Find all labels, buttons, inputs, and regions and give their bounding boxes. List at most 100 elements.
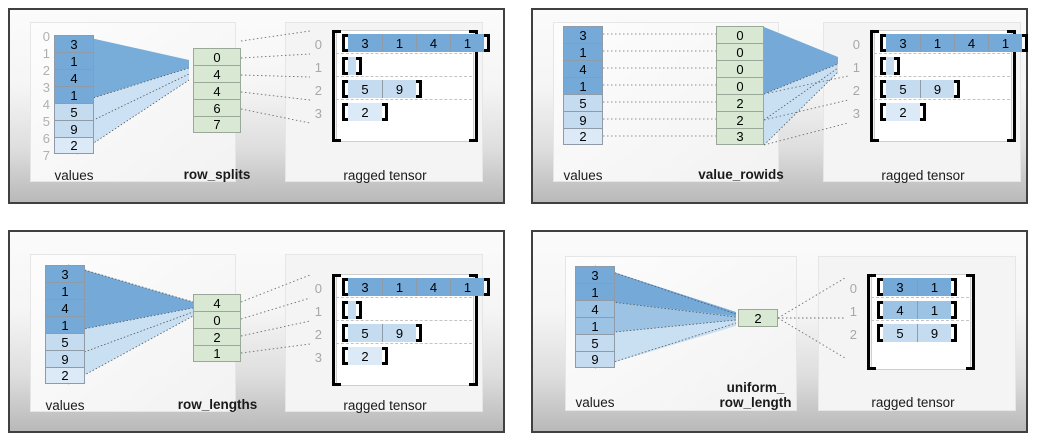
row-bracket-right [951, 324, 957, 342]
row-index-label: 1 [852, 60, 860, 75]
tensor-row [342, 301, 362, 319]
value-index-label: 1 [42, 46, 50, 61]
row-separator [336, 76, 472, 77]
value-cell: 1 [575, 317, 615, 334]
value-cell: 9 [45, 350, 85, 367]
ragged-tensor-label: ragged tensor [343, 398, 427, 413]
row-separator [874, 99, 1010, 100]
ragged-tensor-label: ragged tensor [871, 395, 955, 410]
row-index-label: 2 [314, 327, 322, 342]
row-index-label: 0 [849, 281, 857, 296]
encoding-label: row_lengths [177, 397, 258, 412]
row-bracket-left [342, 347, 348, 365]
outer-bracket-right [469, 274, 478, 386]
value-cell: 5 [45, 333, 85, 350]
tensor-cell: 4 [416, 34, 450, 52]
row-separator [871, 320, 969, 321]
value-cell: 9 [575, 351, 615, 368]
row-index-label: 2 [849, 327, 857, 342]
encoding-cell: 4 [193, 294, 241, 311]
value-cell: 4 [575, 300, 615, 317]
value-index-label: 0 [42, 29, 50, 44]
outer-bracket-left [332, 30, 341, 142]
row-index-label: 3 [852, 106, 860, 121]
encoding-value: 2 [754, 310, 762, 326]
value-cell: 5 [54, 103, 94, 120]
tensor-cell: 4 [416, 278, 450, 296]
row-bracket-left [877, 301, 883, 319]
ragged-tensor-label: ragged tensor [343, 168, 427, 183]
tensor-cell: 1 [917, 278, 951, 296]
encoding-cell: 2 [716, 94, 764, 111]
encoding-cell: 0 [716, 77, 764, 94]
encoding-cell: 4 [193, 82, 241, 99]
tensor-cell: 3 [348, 278, 382, 296]
tensor-row: 2 [880, 103, 926, 121]
encoding-cell: 3 [716, 128, 764, 145]
row-bracket-right [356, 301, 362, 319]
row-bracket-left [880, 80, 886, 98]
tensor-cell: 3 [348, 34, 382, 52]
row-bracket-right [382, 347, 388, 365]
tensor-cell: 3 [883, 278, 917, 296]
row-bracket-left [880, 34, 886, 52]
tensor-cell: 2 [886, 103, 920, 121]
row-bracket-right [416, 324, 422, 342]
row-index-label: 3 [314, 350, 322, 365]
tensor-cell: 5 [886, 80, 920, 98]
encoding-cell: 0 [716, 60, 764, 77]
value-cell: 3 [563, 26, 603, 43]
row-bracket-right [951, 301, 957, 319]
tensor-cell: 9 [382, 80, 416, 98]
value-cell: 1 [575, 283, 615, 300]
value-index-label: 7 [42, 148, 50, 163]
row-index-label: 0 [314, 37, 322, 52]
value-index-label: 6 [42, 131, 50, 146]
row-bracket-left [880, 57, 886, 75]
row-bracket-right [954, 80, 960, 98]
tensor-cell: 9 [382, 324, 416, 342]
row-separator [336, 297, 472, 298]
row-bracket-left [880, 103, 886, 121]
value-cell: 1 [54, 86, 94, 103]
outer-bracket-right [1007, 30, 1016, 142]
value-cell: 1 [54, 52, 94, 69]
row-bracket-right [894, 57, 900, 75]
row-bracket-right [484, 278, 490, 296]
tensor-cell: 9 [917, 324, 951, 342]
tensor-cell: 9 [920, 80, 954, 98]
value-cell: 1 [45, 282, 85, 299]
row-bracket-left [877, 278, 883, 296]
tensor-cell: 5 [348, 80, 382, 98]
values-label: values [45, 398, 85, 413]
value-cell: 9 [563, 111, 603, 128]
values-label: values [575, 395, 615, 410]
value-index-label: 3 [42, 80, 50, 95]
value-cell: 5 [575, 334, 615, 351]
row-bracket-left [342, 34, 348, 52]
row-bracket-right [416, 80, 422, 98]
row-separator [874, 76, 1010, 77]
tensor-row: 2 [342, 103, 388, 121]
encoding-cell: 0 [716, 26, 764, 43]
encoding-cell: 7 [193, 116, 241, 133]
tensor-row: 2 [342, 347, 388, 365]
row-bracket-right [920, 103, 926, 121]
encoding-label: value_rowids [698, 167, 784, 182]
